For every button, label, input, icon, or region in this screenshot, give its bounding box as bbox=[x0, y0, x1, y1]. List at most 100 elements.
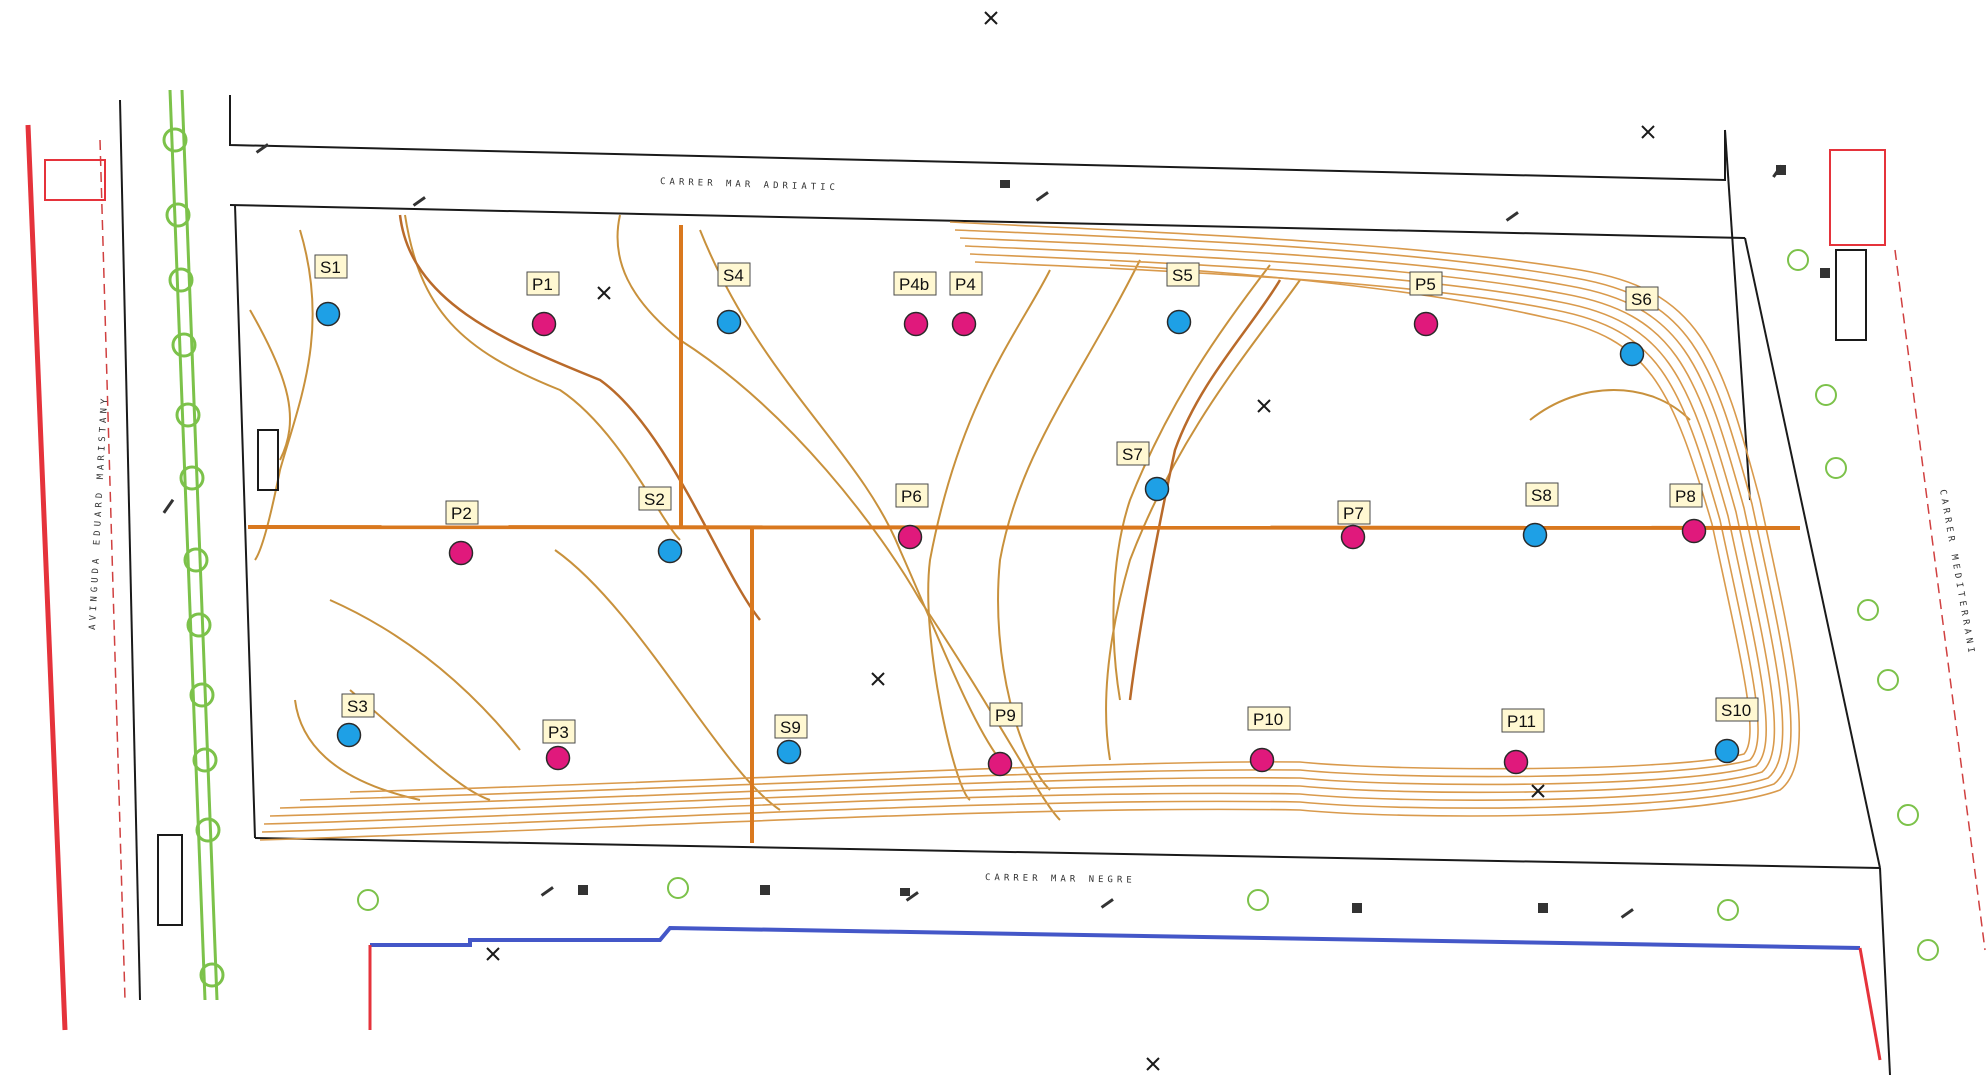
map-detail-glyphs bbox=[162, 143, 1830, 919]
point-label-s3: S3 bbox=[347, 697, 368, 716]
point-label-p3: P3 bbox=[548, 723, 569, 742]
point-label-p9: P9 bbox=[995, 706, 1016, 725]
sampling-point-p11: P11 bbox=[1501, 708, 1545, 775]
point-marker-s9 bbox=[776, 739, 802, 765]
contour-lines bbox=[249, 214, 1691, 821]
point-label-s10: S10 bbox=[1721, 701, 1751, 720]
point-label-s1: S1 bbox=[320, 258, 341, 277]
point-label-s5: S5 bbox=[1172, 266, 1193, 285]
point-label-s6: S6 bbox=[1631, 290, 1652, 309]
sampling-point-s5: S5 bbox=[1166, 262, 1200, 335]
sampling-point-p4b: P4b bbox=[893, 271, 937, 337]
point-marker-s5 bbox=[1166, 309, 1192, 335]
sampling-point-p6: P6 bbox=[895, 483, 929, 550]
point-label-box-s1 bbox=[314, 254, 348, 279]
point-marker-p9 bbox=[987, 751, 1013, 777]
sampling-point-s8: S8 bbox=[1522, 482, 1559, 548]
point-label-box-p1 bbox=[526, 271, 560, 296]
point-marker-p7 bbox=[1340, 524, 1366, 550]
tree-row-east bbox=[357, 249, 1939, 961]
point-label-p1: P1 bbox=[532, 275, 553, 294]
sampling-point-s2: S2 bbox=[638, 486, 683, 564]
street-name-west: AVINGUDA EDUARD MARISTANY bbox=[88, 394, 110, 630]
point-label-s8: S8 bbox=[1531, 486, 1552, 505]
point-label-box-s4 bbox=[717, 262, 751, 287]
point-marker-p8 bbox=[1681, 518, 1707, 544]
point-label-box-p5 bbox=[1409, 271, 1443, 296]
point-label-s4: S4 bbox=[723, 266, 744, 285]
site-boundaries bbox=[25, 124, 1986, 1061]
sampling-point-s10: S10 bbox=[1714, 697, 1759, 764]
sampling-point-p1: P1 bbox=[526, 271, 560, 337]
point-marker-p6 bbox=[897, 524, 923, 550]
point-label-p10: P10 bbox=[1253, 710, 1283, 729]
point-marker-p10 bbox=[1249, 747, 1275, 773]
point-label-p11: P11 bbox=[1507, 712, 1536, 731]
point-marker-s6 bbox=[1619, 341, 1645, 367]
point-label-box-s9 bbox=[774, 714, 808, 739]
sampling-point-p9: P9 bbox=[987, 702, 1023, 777]
point-marker-s10 bbox=[1714, 738, 1740, 764]
point-label-p5: P5 bbox=[1415, 275, 1436, 294]
crosswalks bbox=[44, 149, 1886, 246]
street-outlines bbox=[119, 95, 1891, 1076]
point-label-s9: S9 bbox=[780, 718, 801, 737]
sampling-point-s1: S1 bbox=[314, 254, 348, 327]
point-label-box-p8 bbox=[1669, 483, 1703, 508]
sampling-point-p3: P3 bbox=[542, 719, 576, 771]
point-label-p4: P4 bbox=[955, 275, 976, 294]
point-label-box-p9 bbox=[989, 702, 1023, 727]
point-marker-s7 bbox=[1144, 476, 1170, 502]
sampling-point-p10: P10 bbox=[1247, 706, 1291, 773]
point-marker-s3 bbox=[336, 722, 362, 748]
sampling-point-s6: S6 bbox=[1619, 286, 1659, 367]
sampling-point-p2: P2 bbox=[445, 500, 479, 566]
point-marker-s8 bbox=[1522, 522, 1548, 548]
sampling-point-p5: P5 bbox=[1409, 271, 1443, 337]
sampling-point-s9: S9 bbox=[774, 714, 808, 765]
point-label-box-p7 bbox=[1337, 500, 1371, 525]
point-label-box-s5 bbox=[1166, 262, 1200, 287]
point-label-box-s3 bbox=[341, 693, 375, 718]
point-label-box-p11 bbox=[1501, 708, 1545, 733]
point-marker-s4 bbox=[716, 309, 742, 335]
point-label-p4b: P4b bbox=[899, 275, 929, 294]
sampling-point-p8: P8 bbox=[1669, 483, 1707, 544]
point-label-box-s6 bbox=[1625, 286, 1659, 311]
point-label-s2: S2 bbox=[644, 490, 665, 509]
street-name-south: CARRER MAR NEGRE bbox=[985, 873, 1136, 886]
point-marker-p4 bbox=[951, 311, 977, 337]
sampling-point-s7: S7 bbox=[1116, 441, 1170, 502]
point-label-box-s2 bbox=[638, 486, 672, 511]
point-label-p7: P7 bbox=[1343, 504, 1364, 523]
point-label-box-p4 bbox=[949, 271, 983, 296]
point-label-box-p3 bbox=[542, 719, 576, 744]
point-label-s7: S7 bbox=[1122, 445, 1143, 464]
point-label-box-p6 bbox=[895, 483, 929, 508]
street-furniture bbox=[157, 249, 1867, 926]
sampling-point-s4: S4 bbox=[716, 262, 751, 335]
point-marker-p2 bbox=[448, 540, 474, 566]
point-label-box-p10 bbox=[1247, 706, 1291, 731]
point-marker-s2 bbox=[657, 538, 683, 564]
point-label-p2: P2 bbox=[451, 504, 472, 523]
sampling-point-s3: S3 bbox=[336, 693, 375, 748]
point-label-box-s8 bbox=[1525, 482, 1559, 507]
street-name-east: CARRER MEDITERRANI bbox=[1937, 489, 1976, 658]
point-label-box-s10 bbox=[1715, 697, 1759, 722]
point-label-box-p2 bbox=[445, 500, 479, 525]
point-marker-p5 bbox=[1413, 311, 1439, 337]
point-marker-s1 bbox=[315, 301, 341, 327]
contour-lines-dark bbox=[398, 214, 1282, 701]
point-label-p8: P8 bbox=[1675, 487, 1696, 506]
survey-cross-markers bbox=[486, 11, 1655, 1071]
point-marker-p4b bbox=[903, 311, 929, 337]
street-name-north: CARRER MAR ADRIATIC bbox=[660, 177, 839, 193]
sampling-point-p4: P4 bbox=[949, 271, 983, 337]
embankment-contours bbox=[259, 221, 1801, 841]
point-marker-p3 bbox=[545, 745, 571, 771]
point-marker-p11 bbox=[1503, 749, 1529, 775]
point-marker-p1 bbox=[531, 311, 557, 337]
